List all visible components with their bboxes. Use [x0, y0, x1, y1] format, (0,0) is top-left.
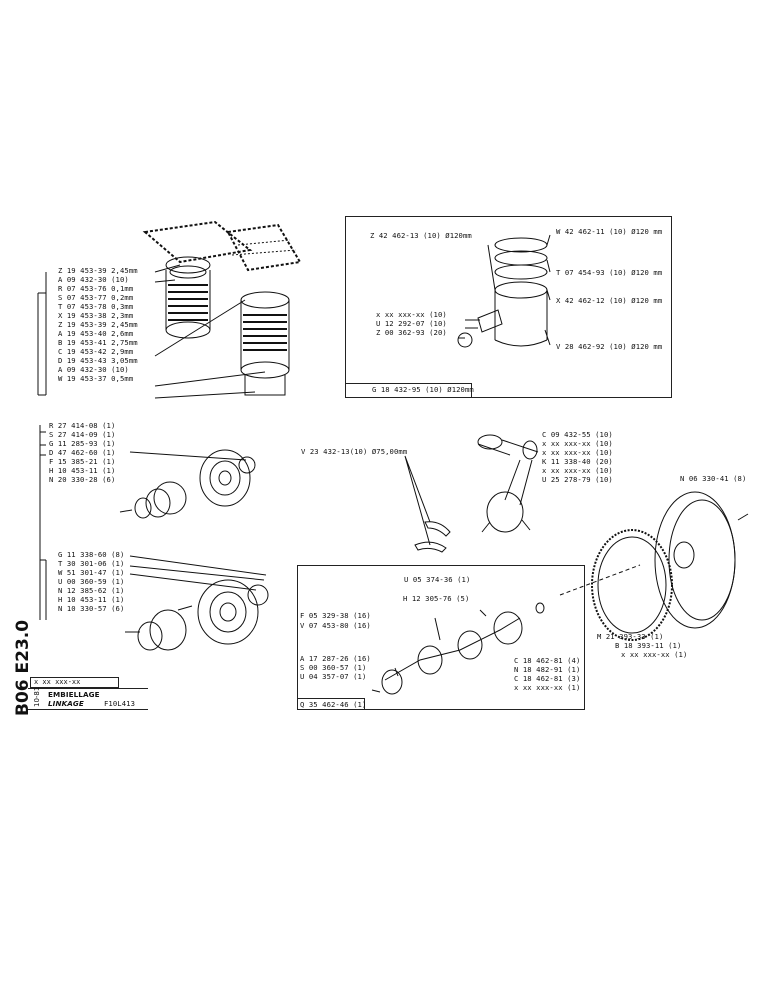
- part-label: F 15 385-21 (1): [49, 457, 116, 466]
- crank-footer-box: [297, 698, 365, 710]
- part-label: H 10 453-11 (1): [58, 595, 125, 604]
- part-label: T 30 301-06 (1): [58, 559, 125, 568]
- part-label: S 00 360-57 (1): [300, 663, 367, 672]
- part-label: U 00 360-59 (1): [58, 577, 125, 586]
- part-label: N 10 330-57 (6): [58, 604, 125, 613]
- crank-right-labels: C 18 462-81 (4) N 18 482-91 (1) C 18 462…: [514, 656, 580, 692]
- crankshaft-panel: [297, 565, 585, 710]
- part-label: W 42 462-11 (10) Ø120 mm: [556, 227, 663, 236]
- flywheel-label-list: M 21 393-33 (1) B 18 393-11 (1) x xx xxx…: [597, 632, 687, 659]
- part-label: R 27 414-08 (1): [49, 421, 116, 430]
- part-label: G 11 338-60 (8): [58, 550, 125, 559]
- part-label: N 20 330-28 (6): [49, 475, 116, 484]
- part-label: C 18 462-81 (3): [514, 674, 581, 683]
- piston-drawing: [457, 234, 551, 348]
- part-label: C 19 453-42 2,9mm: [58, 347, 134, 356]
- part-label: D 19 453-43 3,05mm: [58, 356, 138, 365]
- part-label: Z 42 462-13 (10) Ø120mm: [370, 231, 472, 240]
- part-label: x xx xxx-xx (1): [621, 650, 688, 659]
- title-french: EMBIELLAGE: [48, 690, 100, 699]
- part-label: X 19 453-38 2,3mm: [58, 311, 134, 320]
- part-label: G 18 432-95 (10) Ø120mm: [372, 385, 474, 394]
- connecting-rod-drawing: [477, 434, 539, 533]
- divider: [28, 688, 148, 689]
- part-label: C 18 462-81 (4): [514, 656, 581, 665]
- part-label: Q 35 462-46 (1): [300, 700, 367, 709]
- part-label: A 19 453-40 2,6mm: [58, 329, 134, 338]
- part-label: U 05 374-36 (1): [404, 575, 471, 584]
- part-label: Z 19 453-39 2,45mm: [58, 266, 138, 275]
- section-code: B06 E23.0: [13, 619, 33, 716]
- part-label: S 27 414-09 (1): [49, 430, 116, 439]
- part-label: M 21 393-33 (1): [597, 632, 664, 641]
- part-label: B 18 393-11 (1): [615, 641, 682, 650]
- part-label: Z 00 362-93 (20): [376, 328, 447, 337]
- front-label-list: R 27 414-08 (1) S 27 414-09 (1) G 11 285…: [49, 421, 115, 484]
- part-label: W 19 453-37 0,5mm: [58, 374, 134, 383]
- reference-code-box: x xx xxx-xx: [30, 677, 119, 688]
- reference-code: x xx xxx-xx: [34, 678, 81, 686]
- cylinder-liner-drawing-2: [240, 291, 290, 396]
- part-label: R 07 453-76 0,1mm: [58, 284, 134, 293]
- model-number: F10L413: [104, 699, 135, 708]
- piston-footer-box: [345, 383, 472, 398]
- part-label: K 11 338-40 (20): [542, 457, 613, 466]
- part-label: T 07 453-78 0,3mm: [58, 302, 134, 311]
- rear-pulley-drawing: [39, 455, 269, 651]
- part-label: W 51 301-47 (1): [58, 568, 125, 577]
- part-label: V 07 453-80 (16): [300, 621, 371, 630]
- part-label: S 07 453-77 0,2mm: [58, 293, 134, 302]
- part-label: N 12 385-62 (1): [58, 586, 125, 595]
- part-label: C 09 432-55 (10): [542, 430, 613, 439]
- cylinder-head-drawing: [142, 220, 302, 272]
- flywheel-drawing: [654, 491, 749, 629]
- part-label: V 28 462-92 (10) Ø120 mm: [556, 342, 663, 351]
- part-label: x xx xxx-xx (10): [376, 310, 447, 319]
- part-label: x xx xxx-xx (10): [542, 439, 613, 448]
- divider: [28, 709, 148, 710]
- piston-panel: [345, 216, 672, 398]
- part-label: H 10 453-11 (1): [49, 466, 116, 475]
- part-label: A 09 432-30 (10): [58, 365, 129, 374]
- part-label: U 12 292-07 (10): [376, 319, 447, 328]
- part-label: A 09 432-30 (10): [58, 275, 129, 284]
- part-label: D 47 462-60 (1): [49, 448, 116, 457]
- ring-gear-drawing: [591, 529, 673, 641]
- part-label: T 07 454-93 (10) Ø120 mm: [556, 268, 663, 277]
- part-label: U 04 357-07 (1): [300, 672, 367, 681]
- part-label: x xx xxx-xx (10): [542, 448, 613, 457]
- part-label: x xx xxx-xx (1): [514, 683, 581, 692]
- front-pulley-drawing: [39, 425, 256, 519]
- part-label: U 25 278-79 (10): [542, 475, 613, 484]
- part-label: H 12 305-76 (5): [403, 594, 470, 603]
- part-label: N 06 330-41 (8): [680, 474, 747, 483]
- piston-left-labels: x xx xxx-xx (10) U 12 292-07 (10) Z 00 3…: [376, 310, 447, 337]
- part-label: V 23 432-13(10) Ø75,00mm: [301, 447, 408, 456]
- title-english: LINKAGE: [48, 699, 84, 708]
- cylinder-label-list: Z 19 453-39 2,45mm A 09 432-30 (10) R 07…: [58, 266, 138, 383]
- cylinder-liner-drawing: [165, 256, 211, 339]
- part-label: N 18 482-91 (1): [514, 665, 581, 674]
- part-label: G 11 285-93 (1): [49, 439, 116, 448]
- crankshaft-drawing: [371, 602, 545, 695]
- crank-left-labels: A 17 287-26 (16) S 00 360-57 (1) U 04 35…: [300, 654, 371, 681]
- conrod-label-list: C 09 432-55 (10) x xx xxx-xx (10) x xx x…: [542, 430, 613, 484]
- part-label: B 19 453-41 2,75mm: [58, 338, 138, 347]
- part-label: A 17 287-26 (16): [300, 654, 371, 663]
- part-label: x xx xxx-xx (10): [542, 466, 613, 475]
- rear-label-list: G 11 338-60 (8) T 30 301-06 (1) W 51 301…: [58, 550, 124, 613]
- issue-date: 10-81: [33, 686, 41, 707]
- part-label: X 42 462-12 (10) Ø120 mm: [556, 296, 663, 305]
- part-label: F 05 329-38 (16): [300, 611, 371, 620]
- bearing-shell-drawing: [404, 455, 451, 553]
- part-label: Z 19 453-39 2,45mm: [58, 320, 138, 329]
